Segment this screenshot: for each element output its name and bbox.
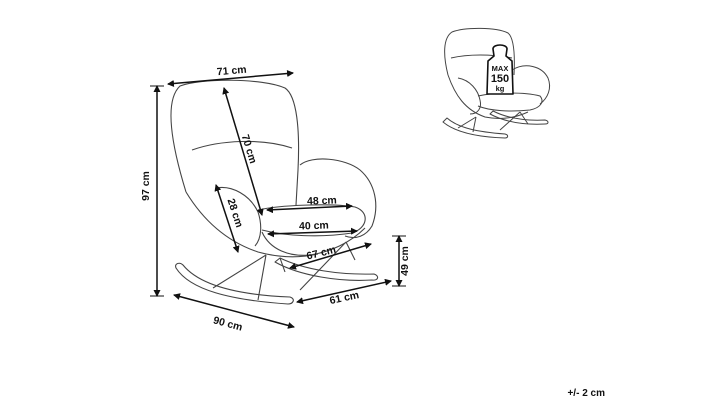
badge-value: 150 — [491, 73, 509, 85]
dim-line-seat-depth — [266, 202, 353, 214]
backrest-outline — [170, 79, 300, 206]
dim-line-base-width — [289, 242, 372, 270]
right-armrest — [299, 158, 377, 239]
legs — [212, 241, 356, 301]
right-rocker — [274, 257, 379, 281]
badge-max: MAX — [492, 64, 509, 73]
tolerance-note: +/- 2 cm — [567, 388, 605, 399]
thumbnail-chair — [442, 27, 551, 139]
badge-unit: kg — [496, 84, 505, 93]
dim-line-width-top — [167, 70, 294, 87]
dimension-lines — [150, 70, 406, 329]
dim-line-rocker-width — [296, 278, 392, 305]
label-width-top: 71 cm — [216, 64, 247, 79]
dim-line-back-height — [222, 87, 264, 216]
label-rocker-width: 61 cm — [329, 289, 361, 307]
chair-drawing — [170, 79, 379, 305]
max-weight-badge: MAX 150 kg — [486, 44, 514, 95]
label-seat-width: 40 cm — [299, 219, 329, 232]
dim-line-depth — [173, 293, 295, 329]
label-armrest-height: 28 cm — [225, 197, 246, 229]
label-depth: 90 cm — [212, 314, 244, 333]
label-total-height: 97 cm — [140, 171, 152, 201]
dim-line-armrest-height — [214, 184, 240, 253]
label-seat-height: 49 cm — [399, 246, 411, 276]
label-base-width: 67 cm — [305, 244, 337, 263]
weight-icon — [486, 44, 514, 95]
dimension-labels: 71 cm 70 cm 97 cm 48 cm 40 cm 28 cm 67 c… — [140, 64, 411, 334]
dim-line-seat-width — [267, 227, 358, 238]
label-seat-depth: 48 cm — [307, 194, 337, 207]
left-rocker — [175, 262, 294, 305]
